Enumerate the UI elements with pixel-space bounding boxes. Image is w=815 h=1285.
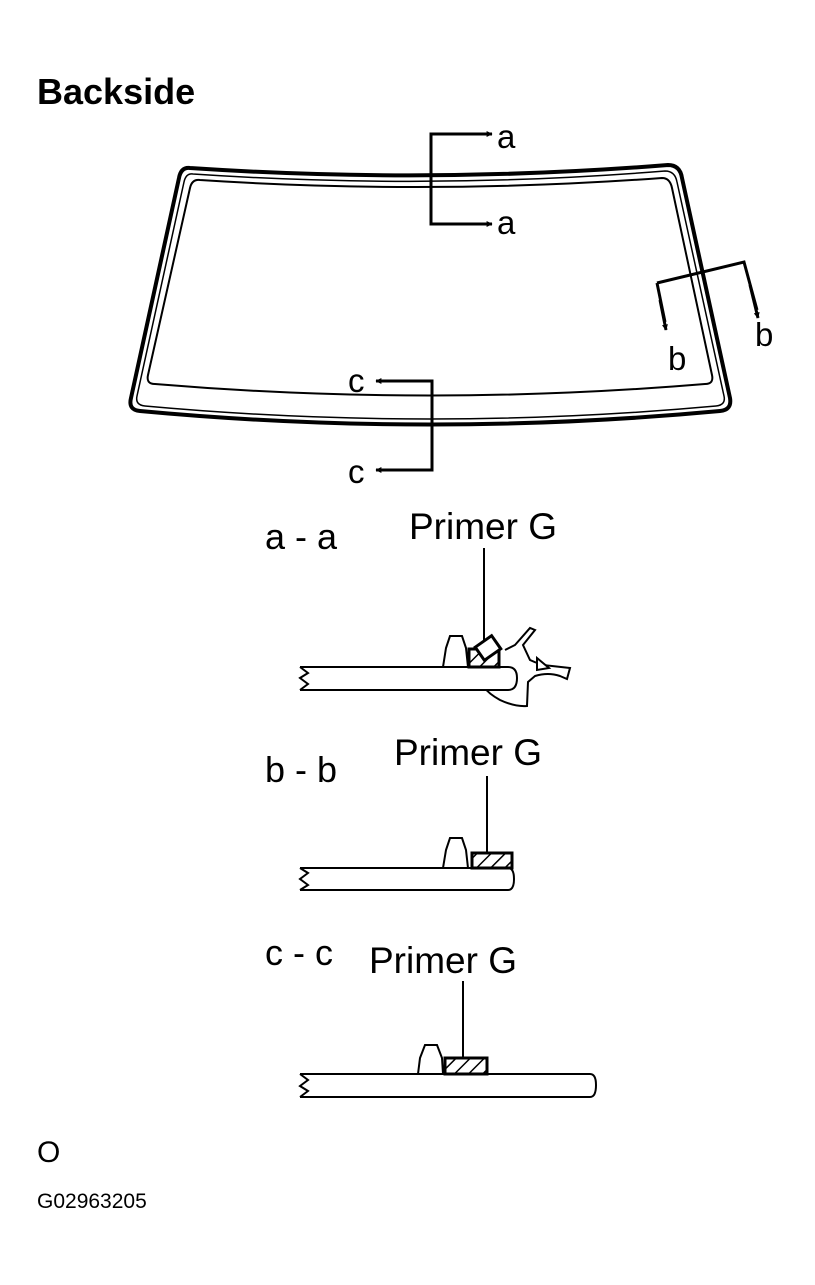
section-b-label: b - b: [265, 749, 338, 790]
section-marker-b: [655, 260, 760, 331]
marker-c-label-top: c: [348, 362, 365, 399]
marker-c-label-bottom: c: [348, 453, 365, 490]
section-a-callout: Primer G: [409, 506, 557, 547]
section-marker-a: [429, 131, 493, 227]
section-c-callout: Primer G: [369, 940, 517, 981]
note-symbol: O: [37, 1136, 61, 1169]
section-b-callout: Primer G: [394, 732, 542, 773]
section-b-drawing: [298, 776, 516, 891]
marker-a-label-bottom: a: [497, 204, 516, 241]
section-marker-c: [375, 378, 434, 473]
marker-a-label-top: a: [497, 118, 516, 155]
section-c-drawing: [298, 981, 598, 1098]
diagram-title: Backside: [37, 71, 196, 112]
section-a-drawing: [298, 548, 572, 708]
section-a-label: a - a: [265, 516, 338, 557]
section-c-label: c - c: [265, 932, 333, 973]
windshield-outline: [128, 163, 733, 427]
marker-b-label-right: b: [755, 316, 774, 353]
marker-b-label-left: b: [668, 340, 687, 377]
figure-code: G02963205: [37, 1190, 147, 1213]
